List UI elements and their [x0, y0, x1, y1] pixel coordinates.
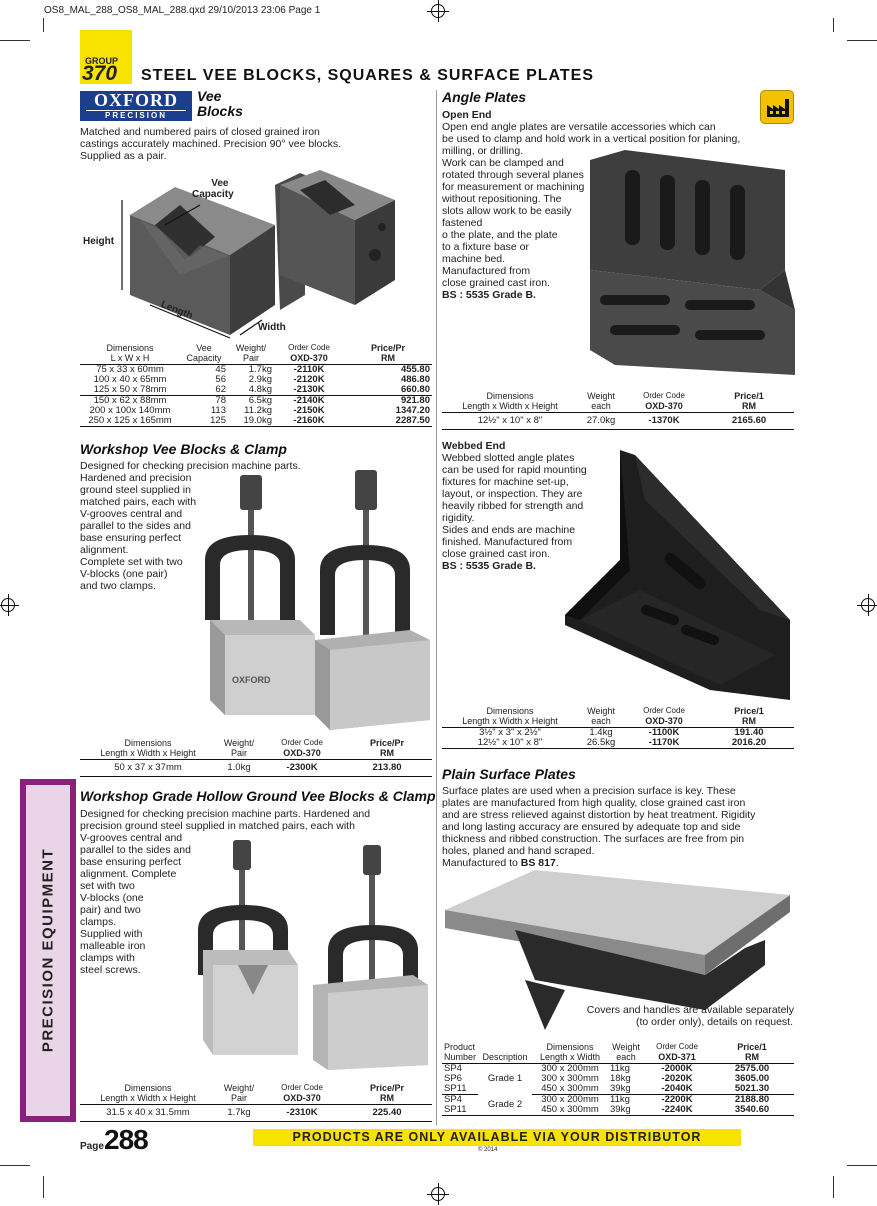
- surface-plates-title: Plain Surface Plates: [442, 766, 576, 782]
- crop-mark: [847, 40, 877, 41]
- open-end-description: Open end angle plates are versatile acce…: [442, 121, 741, 301]
- vee-blocks-image: [130, 173, 305, 335]
- vee-block-second-image: [280, 170, 395, 305]
- hollow-vee-title: Workshop Grade Hollow Ground Vee Blocks …: [80, 788, 436, 804]
- crop-mark: [833, 1176, 834, 1198]
- crop-mark: [43, 18, 44, 32]
- workshop-vee-title: Workshop Vee Blocks & Clamp: [80, 441, 287, 457]
- page-title: STEEL VEE BLOCKS, SQUARES & SURFACE PLAT…: [141, 67, 595, 84]
- file-slug: OS8_MAL_288_OS8_MAL_288.qxd 29/10/2013 2…: [44, 5, 321, 16]
- registration-mark-icon: [427, 1183, 449, 1205]
- crop-mark: [847, 1165, 877, 1166]
- page-label: Page: [80, 1141, 104, 1152]
- registration-mark-icon: [427, 0, 449, 22]
- open-end-subtitle: Open End: [442, 109, 492, 121]
- section-sidebar: PRECISION EQUIPMENT: [20, 779, 76, 1122]
- hollow-vee-clamp-image: [198, 840, 428, 1070]
- vee-blocks-description: Matched and numbered pairs of closed gra…: [80, 126, 341, 162]
- surface-plates-note: Covers and handles are available separat…: [586, 1004, 794, 1028]
- column-divider: [436, 90, 437, 1125]
- copyright: © 2014: [478, 1147, 498, 1153]
- group-label: GROUP: [85, 56, 119, 66]
- crop-mark: [0, 1165, 30, 1166]
- open-end-angle-plate-image: [590, 150, 795, 375]
- width-label: Width: [258, 322, 286, 333]
- dimension-arrows: [121, 200, 263, 339]
- crop-mark: [43, 1176, 44, 1198]
- workshop-vee-description: Designed for checking precision machine …: [80, 460, 301, 592]
- webbed-end-angle-plate-image: [565, 450, 790, 700]
- group-number: 370: [82, 62, 118, 85]
- sidebar-label: PRECISION EQUIPMENT: [39, 847, 57, 1053]
- registration-mark-icon: [0, 594, 19, 616]
- distributor-banner: PRODUCTS ARE ONLY AVAILABLE VIA YOUR DIS…: [253, 1129, 741, 1146]
- crop-mark: [0, 40, 30, 41]
- surface-plates-description: Surface plates are used when a precision…: [442, 785, 756, 869]
- angle-plates-title: Angle Plates: [442, 89, 527, 105]
- height-label: Height: [83, 236, 115, 247]
- page-number: 288: [104, 1124, 149, 1155]
- workshop-vee-clamp-image: OXFORD: [205, 470, 430, 730]
- hollow-vee-description: Designed for checking precision machine …: [80, 808, 371, 976]
- surface-plate-image: [445, 870, 790, 1030]
- block-brand-text: OXFORD: [232, 675, 271, 685]
- group-badge: GROUP 370: [80, 30, 132, 84]
- factory-icon: [760, 90, 794, 124]
- oxford-logo: OXFORD PRECISION: [80, 91, 192, 121]
- crop-mark: [833, 18, 834, 32]
- registration-mark-icon: [857, 594, 877, 616]
- webbed-end-subtitle: Webbed End: [442, 440, 506, 452]
